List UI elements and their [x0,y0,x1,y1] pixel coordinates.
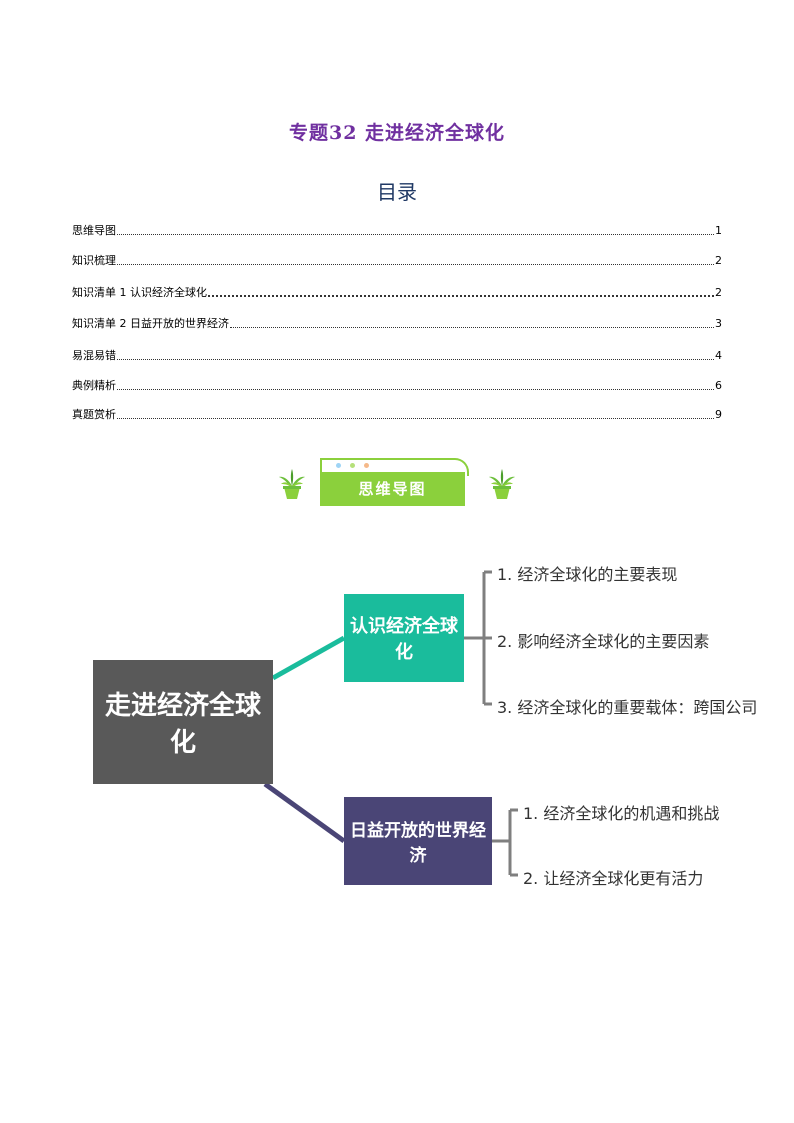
toc-entry[interactable]: 知识梳理 2 [72,252,722,268]
toc-entry-label: 易混易错 [72,349,116,362]
toc-entry[interactable]: 知识清单 2 日益开放的世界经济 3 [72,315,722,331]
toc-entry-label: 知识清单 2 日益开放的世界经济 [72,317,229,330]
toc-entry-page: 1 [715,224,722,237]
toc-entry[interactable]: 易混易错 4 [72,347,722,363]
mind-map-root: 走进经济全球化 [93,660,273,784]
bracket-branch2 [492,808,518,877]
toc-leader [117,418,714,419]
toc-entry-page: 6 [715,379,722,392]
mind-map-leaf: 1. 经济全球化的机遇和挑战 [523,804,720,823]
mind-map-connectors [263,570,518,877]
mind-map: 走进经济全球化 认识经济全球化 日益开放的世界经济 1. 经济全球化的主要表现 … [0,540,794,900]
bracket-branch1 [464,570,492,706]
section-banner: 思维导图 [278,458,518,510]
document-title: 专题32 走进经济全球化 [288,122,506,144]
toc-entry-label: 知识清单 1 认识经济全球化 [72,286,207,299]
toc-leader [230,327,714,328]
toc-entry[interactable]: 真题赏析 9 [72,406,722,422]
banner-label: 思维导图 [358,480,427,498]
toc-entry[interactable]: 知识清单 1 认识经济全球化 2 [72,284,722,300]
toc-entry-page: 3 [715,317,722,330]
toc-entry-page: 9 [715,408,722,421]
connector-root-branch2 [263,781,346,844]
potted-plant-icon [279,469,305,499]
toc-entry-label: 典例精析 [72,379,116,392]
toc-entry-label: 知识梳理 [72,254,116,267]
toc-entry[interactable]: 思维导图 1 [72,222,722,238]
potted-plant-icon [489,469,515,499]
mind-map-branch-1: 认识经济全球化 [344,594,464,682]
connector-root-branch1 [271,635,346,681]
banner-dot [336,463,341,468]
toc-leader [117,264,714,265]
toc-leader [117,234,714,235]
toc-leader [117,389,714,390]
mind-map-leaf: 3. 经济全球化的重要载体：跨国公司 [497,698,758,717]
banner-dot [350,463,355,468]
mind-map-branch-2: 日益开放的世界经济 [344,797,492,885]
toc-entry-page: 4 [715,349,722,362]
toc-entry-label: 思维导图 [72,224,116,237]
toc-entry[interactable]: 典例精析 6 [72,377,722,393]
mind-map-leaf: 2. 让经济全球化更有活力 [523,869,704,888]
banner-tab [320,458,469,476]
banner-body [320,472,465,506]
mind-map-leaf: 1. 经济全球化的主要表现 [497,565,678,584]
mind-map-leaf: 2. 影响经济全球化的主要因素 [497,632,710,651]
toc-entry-page: 2 [715,286,722,299]
toc-entry-label: 真题赏析 [72,408,116,421]
toc-leader [208,295,714,297]
banner-dot [364,463,369,468]
toc-leader [117,359,714,360]
toc-heading: 目录 [377,180,417,204]
toc-entry-page: 2 [715,254,722,267]
